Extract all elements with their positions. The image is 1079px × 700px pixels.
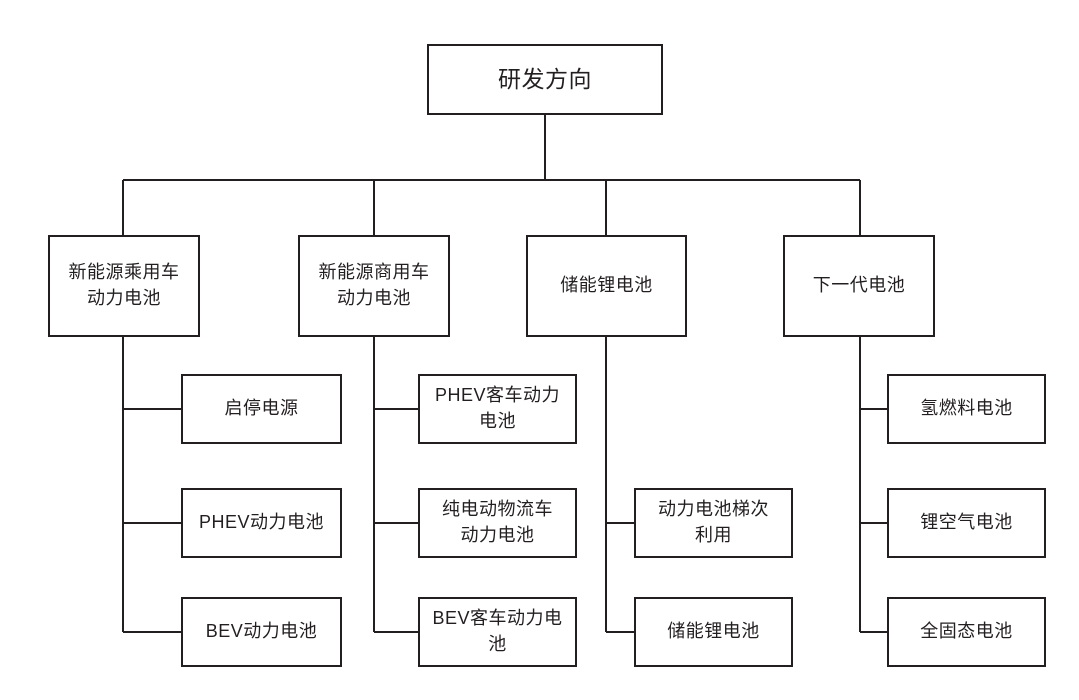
- node-branch-4[interactable]: 下一代电池: [783, 235, 935, 337]
- node-branch-1-child-1-label: 启停电源: [224, 398, 299, 419]
- node-branch-1-child-1[interactable]: 启停电源: [181, 374, 342, 444]
- node-branch-3-label: 储能锂电池: [560, 275, 653, 296]
- node-branch-1[interactable]: 新能源乘用车 动力电池: [48, 235, 200, 337]
- node-branch-2-child-2-label: 纯电动物流车 动力电池: [442, 499, 553, 545]
- node-branch-2-child-1-label: PHEV客车动力 电池: [434, 385, 561, 431]
- node-branch-3-child-2-label: 储能锂电池: [667, 621, 760, 642]
- node-branch-3-child-1[interactable]: 动力电池梯次 利用: [634, 488, 793, 558]
- node-branch-4-child-3-label: 全固态电池: [920, 621, 1013, 642]
- node-branch-2[interactable]: 新能源商用车 动力电池: [298, 235, 450, 337]
- node-branch-2-label: 新能源商用车 动力电池: [318, 262, 430, 308]
- node-branch-3[interactable]: 储能锂电池: [526, 235, 687, 337]
- node-branch-1-label: 新能源乘用车 动力电池: [68, 262, 180, 308]
- node-branch-1-child-3-label: BEV动力电池: [205, 621, 318, 642]
- node-branch-3-child-1-label: 动力电池梯次 利用: [658, 499, 769, 545]
- node-branch-4-label: 下一代电池: [812, 275, 906, 296]
- node-branch-2-child-3-label: BEV客车动力电 池: [432, 608, 563, 654]
- node-branch-4-child-1-label: 氢燃料电池: [920, 398, 1013, 419]
- node-branch-4-child-2[interactable]: 锂空气电池: [887, 488, 1046, 558]
- node-branch-3-child-2[interactable]: 储能锂电池: [634, 597, 793, 667]
- node-branch-1-child-2-label: PHEV动力电池: [198, 512, 325, 533]
- node-branch-4-child-2-label: 锂空气电池: [920, 512, 1013, 533]
- node-branch-1-child-3[interactable]: BEV动力电池: [181, 597, 342, 667]
- node-branch-2-child-1[interactable]: PHEV客车动力 电池: [418, 374, 577, 444]
- node-branch-2-child-3[interactable]: BEV客车动力电 池: [418, 597, 577, 667]
- node-branch-1-child-2[interactable]: PHEV动力电池: [181, 488, 342, 558]
- node-branch-4-child-3[interactable]: 全固态电池: [887, 597, 1046, 667]
- node-root-label: 研发方向: [498, 66, 592, 93]
- node-root[interactable]: 研发方向: [427, 44, 663, 115]
- node-branch-4-child-1[interactable]: 氢燃料电池: [887, 374, 1046, 444]
- node-branch-2-child-2[interactable]: 纯电动物流车 动力电池: [418, 488, 577, 558]
